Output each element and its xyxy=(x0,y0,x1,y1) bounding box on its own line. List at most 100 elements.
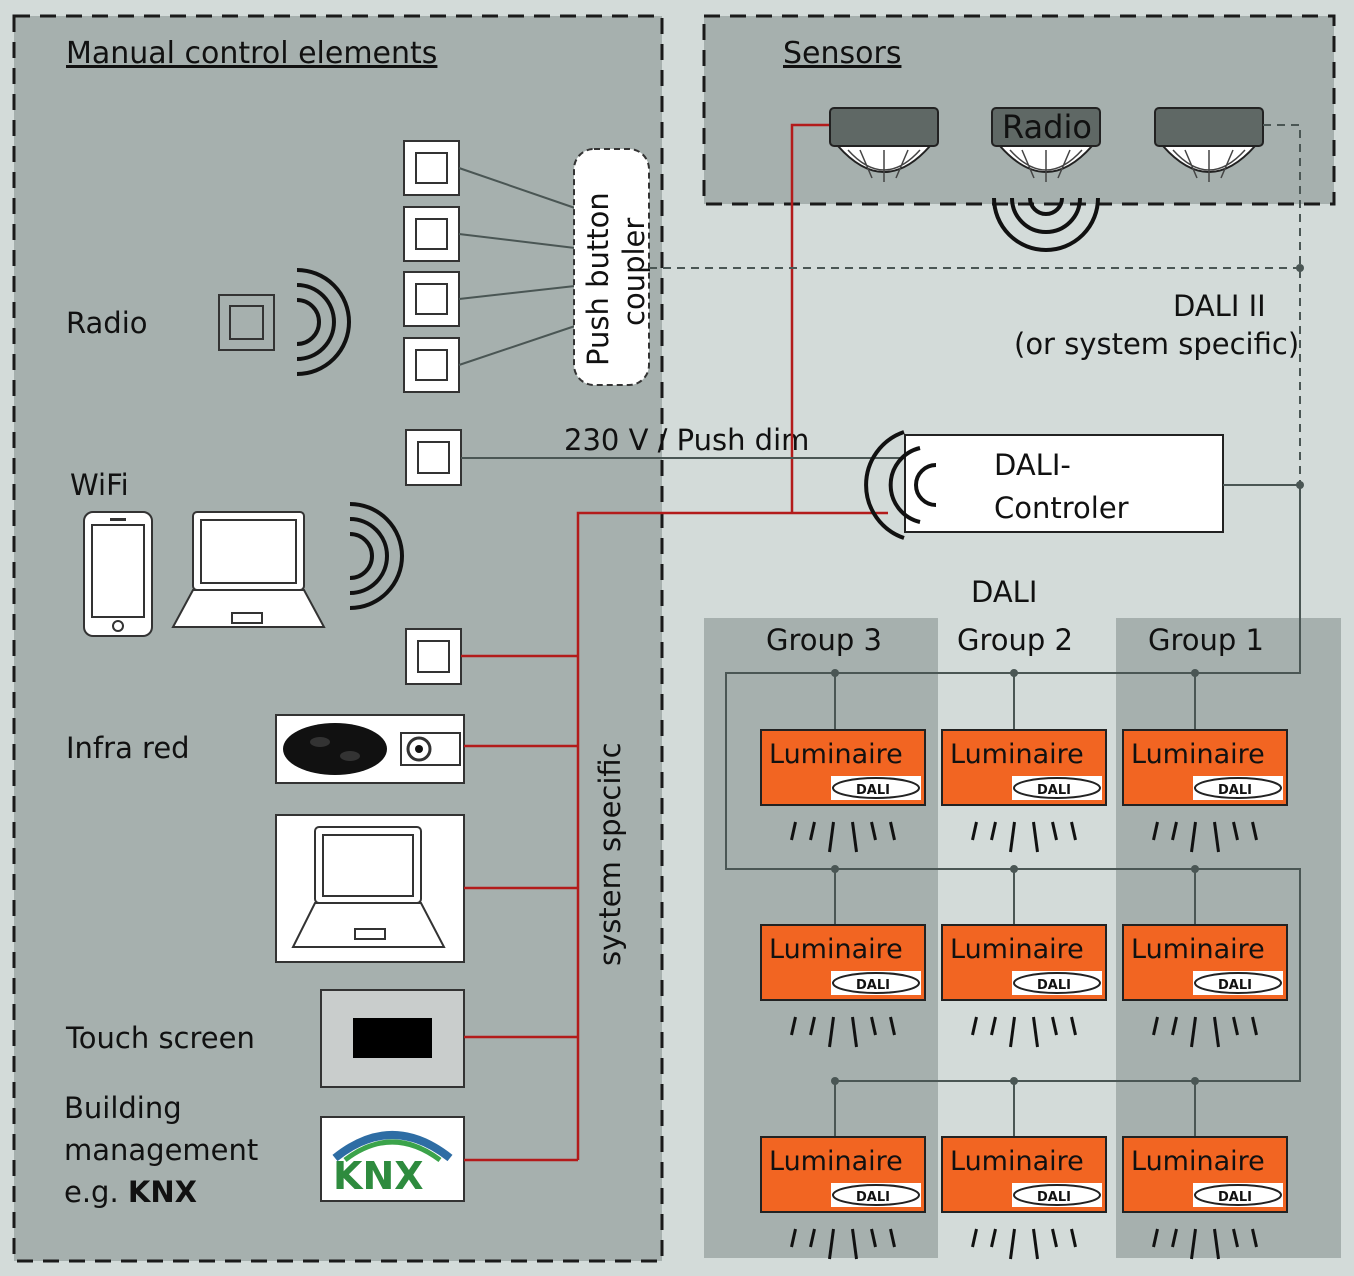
dali-badge: DALI xyxy=(1012,971,1102,995)
dali-badge-text: DALI xyxy=(1218,978,1252,993)
sensors-panel-title: Sensors xyxy=(783,36,901,71)
manual-panel-title: Manual control elements xyxy=(66,36,437,71)
radio-label: Radio xyxy=(66,306,148,340)
infrared-remote-device xyxy=(275,714,465,784)
controller-radio-waves-icon xyxy=(864,430,937,540)
knx-logo: KNX xyxy=(320,1116,465,1202)
dali-badge: DALI xyxy=(1012,776,1102,800)
bus-node xyxy=(831,669,839,677)
push-dim-switch xyxy=(405,429,462,486)
light-rays-icon xyxy=(790,821,896,853)
luminaire-label: Luminaire xyxy=(1131,934,1265,965)
knx-bold: KNX xyxy=(128,1175,197,1209)
dali-badge: DALI xyxy=(831,971,921,995)
bus-node xyxy=(1010,669,1018,677)
dali-badge-text: DALI xyxy=(1037,783,1071,798)
luminaire-label: Luminaire xyxy=(769,934,903,965)
light-rays-icon xyxy=(971,821,1077,853)
bus-node xyxy=(1191,669,1199,677)
dali2-sublabel: (or system specific) xyxy=(1014,327,1299,361)
light-rays-icon xyxy=(790,1016,896,1048)
bus-node xyxy=(1296,481,1304,489)
dali-badge: DALI xyxy=(1193,971,1283,995)
dali-badge: DALI xyxy=(831,1183,921,1207)
dali-badge: DALI xyxy=(831,776,921,800)
push-button-coupler-line2: coupler xyxy=(617,218,651,326)
knx-logo-text: KNX xyxy=(333,1154,424,1198)
laptop-icon xyxy=(171,511,326,628)
touch-screen-device xyxy=(320,989,465,1088)
infrared-label: Infra red xyxy=(66,731,190,765)
luminaire-label: Luminaire xyxy=(1131,1146,1265,1177)
sensor-radio-label: Radio xyxy=(1002,108,1092,146)
luminaire-label: Luminaire xyxy=(769,1146,903,1177)
bus-node xyxy=(1010,1077,1018,1085)
bus-node xyxy=(1191,1077,1199,1085)
touchscreen-label: Touch screen xyxy=(65,1021,255,1055)
wifi-waves-icon xyxy=(349,502,404,610)
luminaire-grid: LuminaireDALILuminaireDALILuminaireDALIL… xyxy=(760,669,1288,1260)
dali2-bus xyxy=(649,124,1301,485)
wifi-label: WiFi xyxy=(70,468,129,502)
bus-node xyxy=(1191,865,1199,873)
push-button-switch xyxy=(403,206,460,262)
push-button-switches xyxy=(403,140,460,393)
dali-badge-text: DALI xyxy=(1037,978,1071,993)
dali-badge-text: DALI xyxy=(1218,1190,1252,1205)
dali-badge: DALI xyxy=(1193,1183,1283,1207)
luminaire-label: Luminaire xyxy=(1131,739,1265,770)
dali-badge-text: DALI xyxy=(1037,1190,1071,1205)
light-rays-icon xyxy=(1152,1016,1258,1048)
light-rays-icon xyxy=(790,1228,896,1260)
bus-node xyxy=(831,865,839,873)
controller-label-line1: DALI- xyxy=(994,448,1071,482)
luminaire-label: Luminaire xyxy=(769,739,903,770)
light-rays-icon xyxy=(1152,1228,1258,1260)
dali-controller xyxy=(904,434,1224,533)
group-2-label: Group 2 xyxy=(957,623,1073,657)
group-1-label: Group 1 xyxy=(1148,623,1264,657)
bus-node xyxy=(1010,865,1018,873)
light-rays-icon xyxy=(1152,821,1258,853)
dali-badge: DALI xyxy=(1012,1183,1102,1207)
dali-bus xyxy=(725,484,1301,1137)
push-button-switch xyxy=(403,271,460,327)
push-button-coupler-line1: Push button xyxy=(581,192,615,366)
system-specific-label: system specific xyxy=(593,742,627,966)
sensor-wired-left xyxy=(829,107,939,182)
control-laptop xyxy=(275,814,465,963)
luminaire-label: Luminaire xyxy=(950,739,1084,770)
dali-label: DALI xyxy=(971,575,1037,609)
push-dim-label: 230 V / Push dim xyxy=(564,423,809,457)
group-3-label: Group 3 xyxy=(766,623,882,657)
building-label-line1: Building xyxy=(64,1091,182,1125)
controller-label-line2: Controler xyxy=(994,491,1129,525)
switch-to-coupler-wires xyxy=(458,167,576,366)
building-label-line3: e.g. KNX xyxy=(64,1175,197,1209)
bus-node xyxy=(1296,264,1304,272)
sensor-wired-right xyxy=(1154,107,1264,182)
dali-badge-text: DALI xyxy=(1218,783,1252,798)
radio-waves-icon xyxy=(296,268,351,376)
sensor-radio-waves-icon xyxy=(992,197,1100,252)
dali-badge-text: DALI xyxy=(856,978,890,993)
smartphone-icon xyxy=(83,511,153,637)
push-button-switch xyxy=(403,337,460,393)
bus-node xyxy=(831,1077,839,1085)
radio-switch xyxy=(218,294,275,351)
building-label-line2: management xyxy=(64,1133,258,1167)
dali-badge: DALI xyxy=(1193,776,1283,800)
light-rays-icon xyxy=(971,1228,1077,1260)
dali2-label: DALI II xyxy=(1173,289,1266,323)
dali-badge-text: DALI xyxy=(856,783,890,798)
